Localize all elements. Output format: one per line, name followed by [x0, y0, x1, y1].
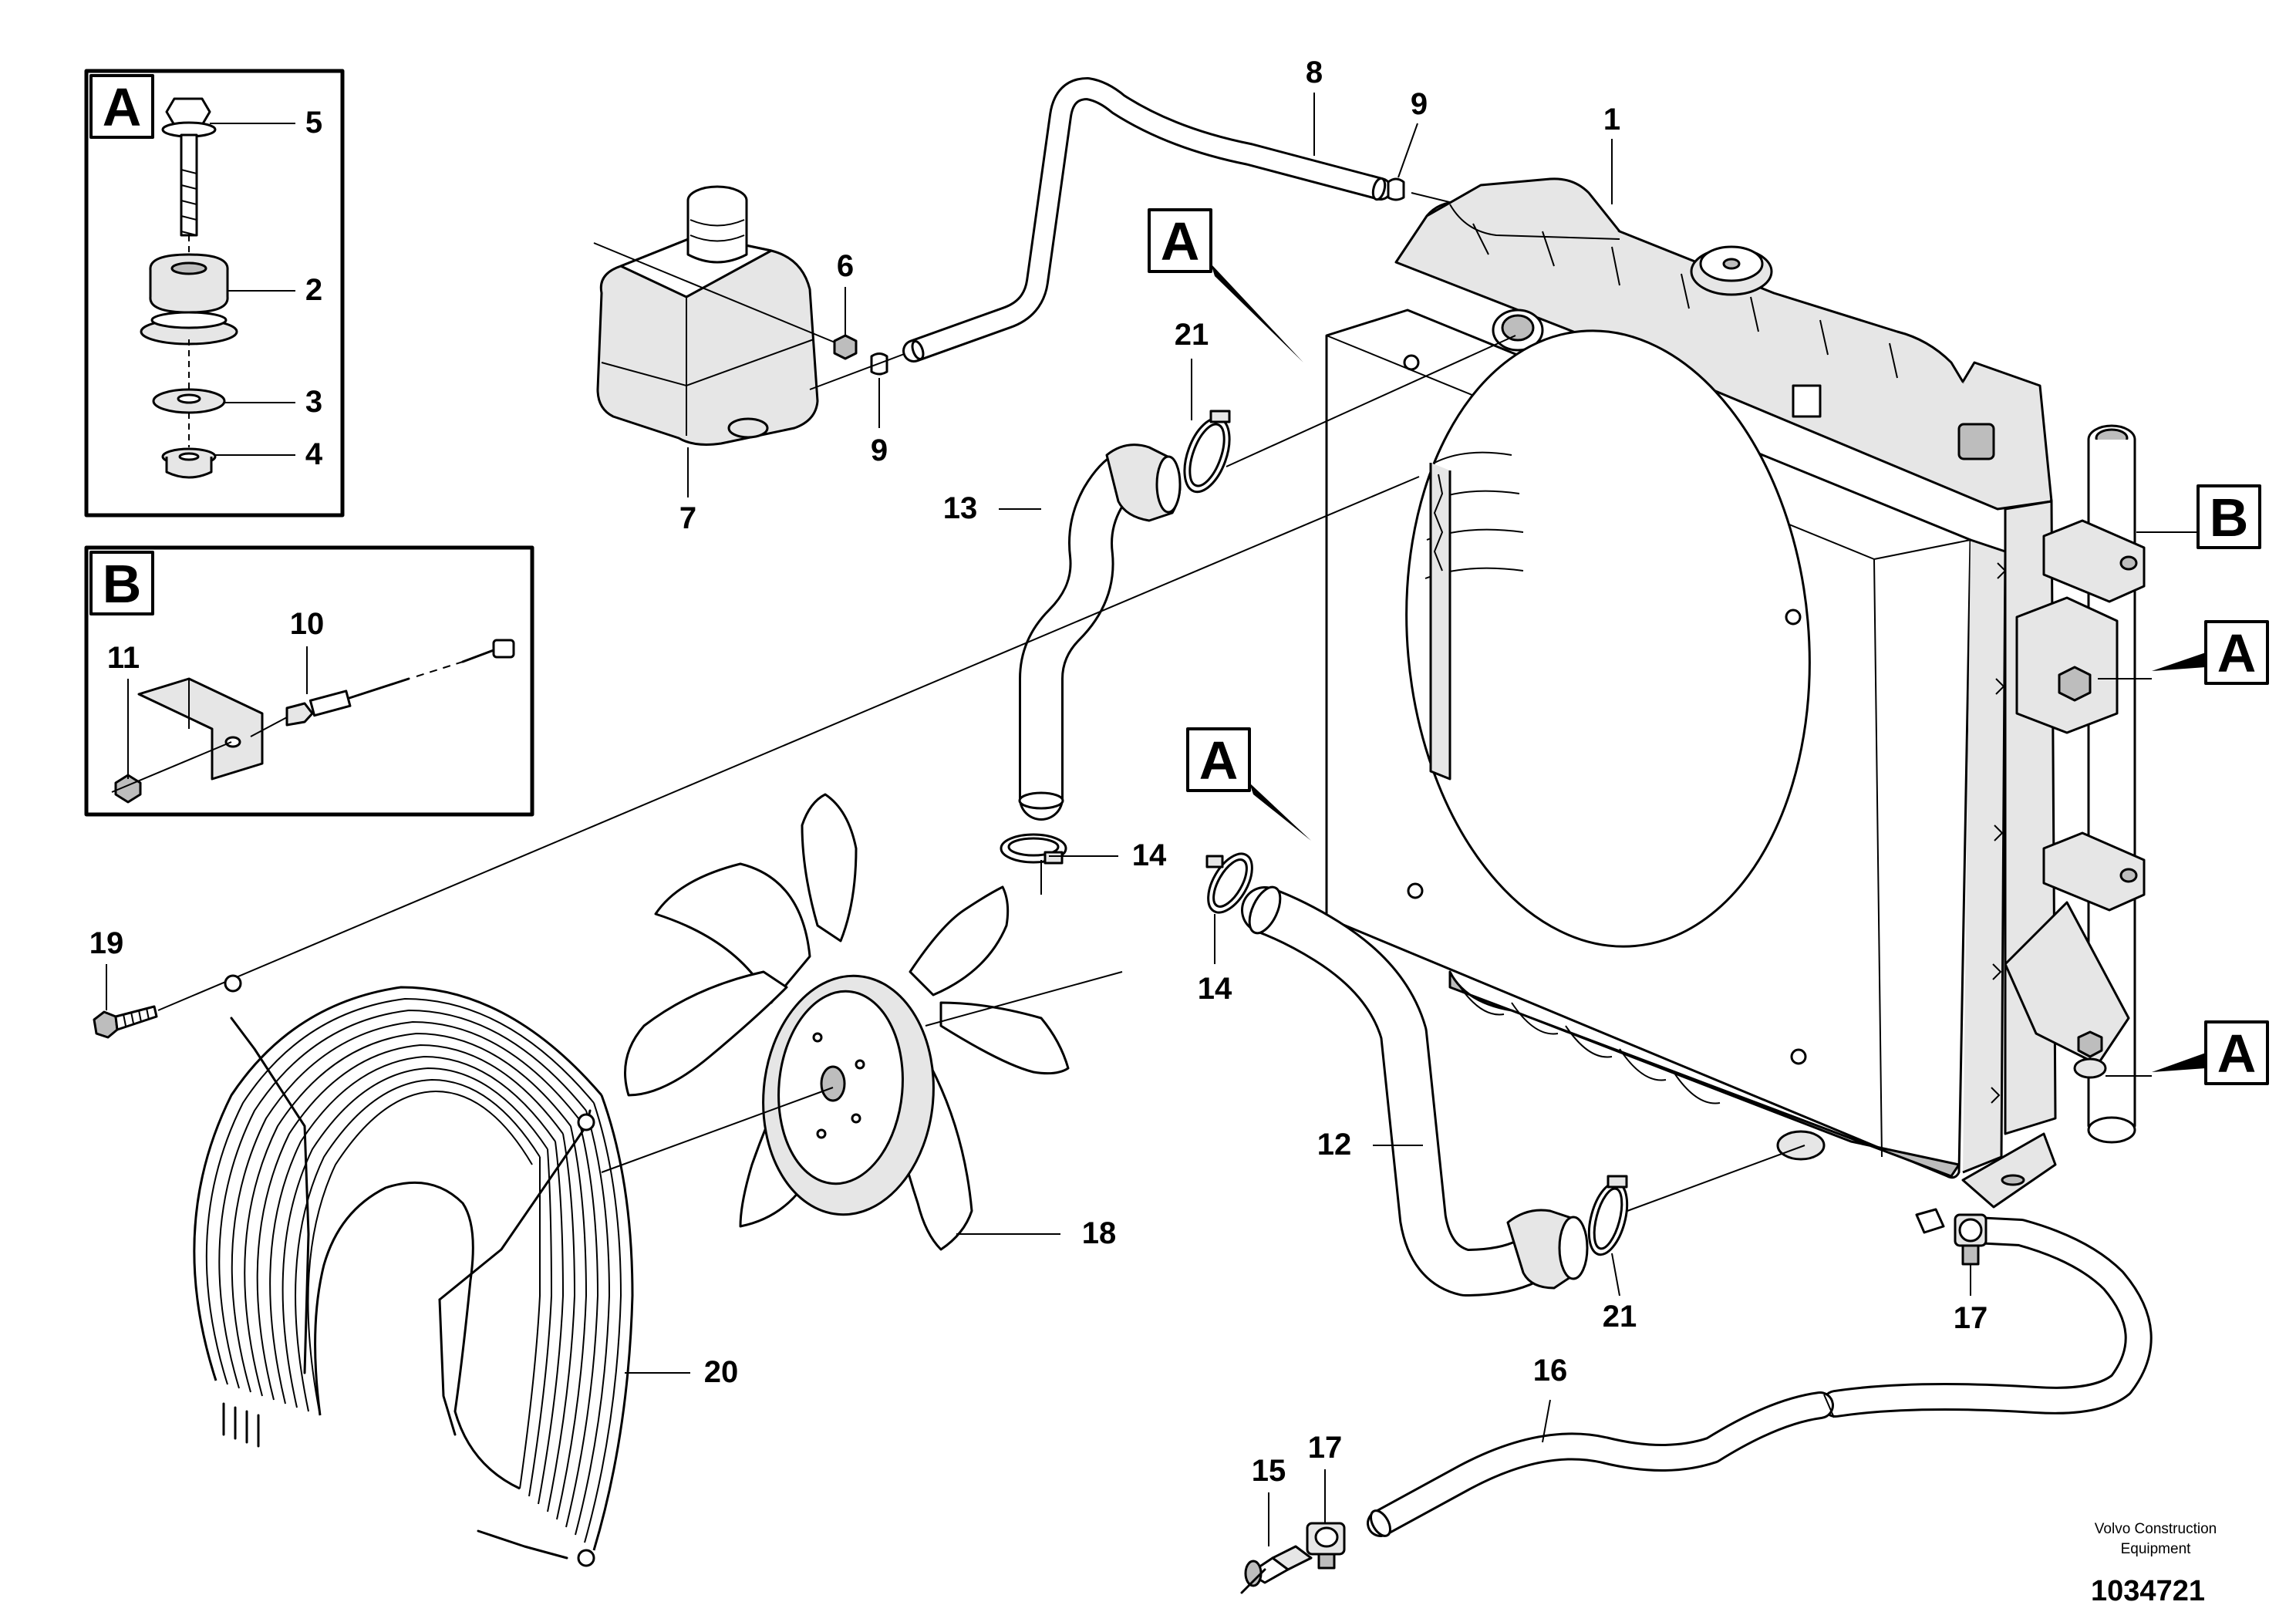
- upper-hose-part-13: [1018, 443, 1182, 821]
- hose-clamp-part-14-right: [1205, 852, 1253, 914]
- callout-4: 4: [305, 437, 323, 471]
- svg-text:A: A: [1199, 730, 1239, 791]
- footer-block: Volvo Construction Equipment 1034721: [2091, 1521, 2217, 1607]
- drain-hose-part-16: [1367, 1216, 2153, 1537]
- callout-11: 11: [107, 641, 140, 675]
- lower-hose-part-12: [1241, 885, 1589, 1297]
- callout-17-upper: 17: [1954, 1301, 1988, 1335]
- inset-b-symbol: B: [103, 554, 142, 614]
- callout-21-upper: 21: [1175, 318, 1209, 352]
- callout-13: 13: [943, 491, 978, 525]
- callout-6: 6: [837, 249, 854, 283]
- inset-b-panel: B 11 10: [84, 545, 534, 817]
- hose-part-8: [902, 77, 1392, 363]
- drain-cock-part-15: [1240, 1545, 1313, 1594]
- callout-10: 10: [290, 607, 325, 641]
- radiator-part-1: [1325, 177, 2057, 1234]
- callout-2: 2: [305, 273, 322, 307]
- bolt-part-5: [161, 97, 217, 237]
- callout-21-lower: 21: [1603, 1300, 1637, 1334]
- hose-clip-part-17-upper: [1954, 1213, 1988, 1266]
- fan-guard-part-20: [193, 974, 634, 1567]
- washer-part-3: [152, 388, 226, 414]
- bolt-part-19: [93, 1005, 158, 1039]
- document-number: 1034721: [2091, 1575, 2205, 1607]
- callout-7: 7: [679, 501, 696, 535]
- callout-8: 8: [1306, 56, 1323, 89]
- callout-9-lower: 9: [871, 433, 888, 467]
- svg-text:A: A: [1161, 211, 1200, 271]
- callout-18: 18: [1082, 1216, 1117, 1250]
- rubber-mount-part-2: [140, 253, 238, 346]
- bolt-part-6: [833, 334, 858, 360]
- hose-clamp-part-14-left: [1000, 833, 1067, 865]
- svg-text:B: B: [2210, 487, 2249, 548]
- inset-a-symbol: A: [103, 77, 142, 137]
- callout-17-lower: 17: [1308, 1431, 1343, 1465]
- callout-19: 19: [89, 926, 124, 960]
- clamp-part-9-upper: [1387, 177, 1405, 201]
- hose-clamp-part-21-lower: [1587, 1175, 1629, 1256]
- side-cooler-tube: [2004, 424, 2146, 1144]
- fan-part-18: [624, 793, 1070, 1251]
- nut-part-4: [161, 447, 217, 479]
- detail-ref-b-right: B: [2136, 484, 2261, 549]
- hose-clip-part-17-lower: [1306, 1522, 1346, 1570]
- company-name-line1: Volvo Construction: [2095, 1521, 2217, 1537]
- callout-3: 3: [305, 385, 322, 419]
- callout-15: 15: [1252, 1454, 1286, 1488]
- callout-16: 16: [1533, 1354, 1568, 1388]
- radiator-core: [1424, 451, 1524, 781]
- callout-12: 12: [1317, 1128, 1352, 1162]
- callout-20: 20: [704, 1355, 739, 1389]
- callout-14-right: 14: [1198, 972, 1232, 1006]
- callout-9-upper: 9: [1411, 87, 1428, 121]
- callout-1: 1: [1603, 103, 1620, 137]
- bracket-part-11: [114, 677, 264, 804]
- company-name-line2: Equipment: [2121, 1541, 2192, 1557]
- detail-ref-a-right-lower: A: [2106, 1020, 2269, 1085]
- svg-text:A: A: [2217, 623, 2257, 683]
- detail-ref-a-right-upper: A: [2098, 620, 2269, 685]
- detail-ref-a-mid: A: [1186, 727, 1311, 841]
- expansion-tank-part-7: [596, 185, 819, 446]
- hose-clamp-part-21-upper: [1183, 410, 1231, 494]
- detail-ref-a-top: A: [1148, 208, 1303, 363]
- inset-a-panel: A 5 2 3: [84, 69, 345, 518]
- callout-5: 5: [305, 106, 322, 140]
- sensor-part-10: [285, 639, 515, 727]
- svg-text:A: A: [2217, 1023, 2257, 1084]
- callout-14-left: 14: [1132, 838, 1167, 872]
